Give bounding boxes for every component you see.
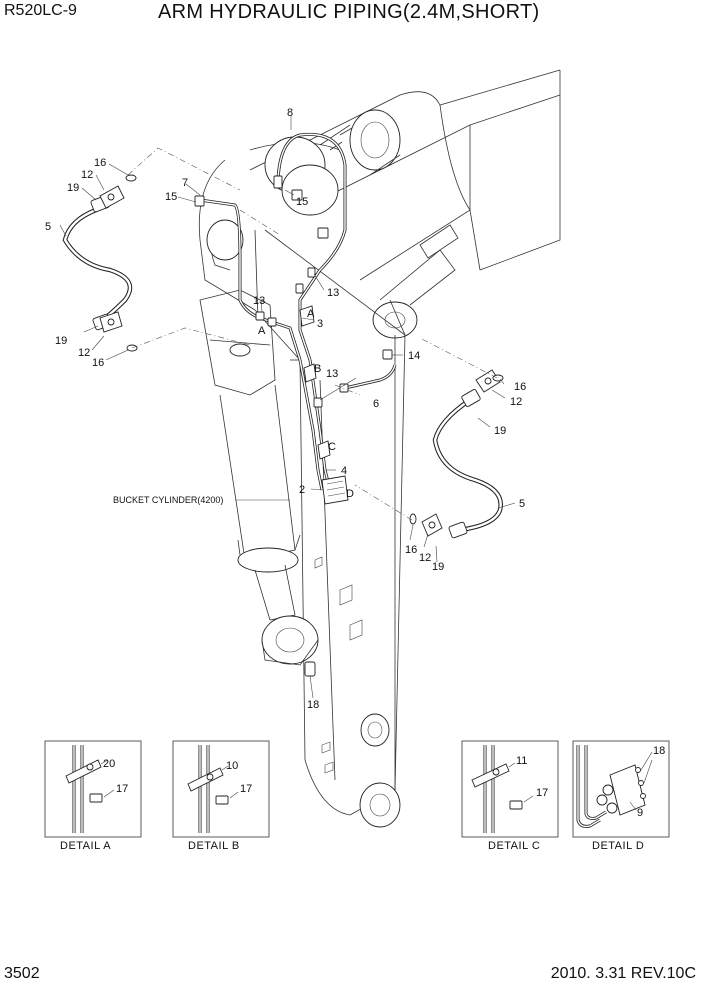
- callout-19: 19: [67, 182, 79, 194]
- callout-12: 12: [419, 552, 431, 564]
- callout-6: 6: [373, 398, 379, 410]
- marker-a: A: [258, 325, 266, 337]
- detail-d: 18 9 DETAIL D: [572, 740, 670, 852]
- date-revision: 2010. 3.31 REV.10C: [550, 965, 696, 982]
- oring-16-top-left: [125, 174, 137, 182]
- callout-15: 15: [296, 196, 308, 208]
- detail-b-label: DETAIL B: [188, 840, 240, 852]
- page-number: 3502: [4, 965, 40, 982]
- fittings: [194, 175, 393, 677]
- callout-5: 5: [519, 498, 525, 510]
- flange-12-right-bottom: [421, 513, 443, 537]
- marker-c: C: [328, 441, 336, 453]
- callout-16: 16: [92, 357, 104, 369]
- callout-19: 19: [494, 425, 506, 437]
- oring-16-right-top: [492, 374, 504, 382]
- pipe-8: [276, 132, 347, 361]
- marker-b: B: [314, 363, 321, 375]
- callout-16: 16: [94, 157, 106, 169]
- callout-14: 14: [408, 350, 420, 362]
- callout-12: 12: [81, 169, 93, 181]
- detail-a-label: DETAIL A: [60, 840, 111, 852]
- callout-numbers: 8 16 12 19 7 15 15 5 13 13 3 19 12 16 14…: [45, 107, 526, 711]
- detail-markers: A A B C D: [258, 308, 354, 500]
- detail-c-num-17: 17: [536, 787, 548, 799]
- detail-c: 11 17 DETAIL C: [461, 740, 559, 852]
- page-title: ARM HYDRAULIC PIPING(2.4M,SHORT): [158, 1, 540, 23]
- callout-13: 13: [326, 368, 338, 380]
- model-code: R520LC-9: [4, 2, 77, 19]
- detail-d-num-18: 18: [653, 745, 665, 757]
- callout-5: 5: [45, 221, 51, 233]
- callout-8: 8: [287, 107, 293, 119]
- detail-a: 20 17 DETAIL A: [44, 740, 142, 852]
- callout-19: 19: [432, 561, 444, 573]
- callout-7: 7: [182, 177, 188, 189]
- detail-b-num-17: 17: [240, 783, 252, 795]
- detail-a-num-20: 20: [103, 758, 115, 770]
- hose-5-right: [432, 389, 503, 539]
- marker-a: A: [307, 308, 315, 320]
- callout-12: 12: [510, 396, 522, 408]
- detail-c-label: DETAIL C: [488, 840, 540, 852]
- callout-3: 3: [317, 318, 323, 330]
- callout-4: 4: [341, 465, 347, 477]
- detail-c-num-11: 11: [516, 755, 527, 767]
- detail-b: 10 17 DETAIL B: [172, 740, 270, 852]
- projection-lines: [127, 147, 498, 521]
- callout-12: 12: [78, 347, 90, 359]
- detail-d-num-9: 9: [637, 807, 643, 819]
- bucket-cylinder: [199, 289, 319, 666]
- marker-d: D: [346, 488, 354, 500]
- flange-12-bottom-left: [99, 311, 123, 333]
- boom-structure: [249, 69, 561, 339]
- flange-12-top-left: [99, 185, 125, 209]
- detail-b-num-10: 10: [226, 760, 238, 772]
- callout-2: 2: [299, 484, 305, 496]
- arm-structure: [198, 136, 406, 828]
- callout-15: 15: [165, 191, 177, 203]
- pipe-6: [344, 364, 397, 390]
- callout-18: 18: [307, 699, 319, 711]
- leader-lines: [59, 116, 516, 699]
- detail-d-label: DETAIL D: [592, 840, 644, 852]
- hose-5-left: [62, 195, 133, 331]
- callout-16: 16: [514, 381, 526, 393]
- callout-13: 13: [253, 295, 265, 307]
- callout-19: 19: [55, 335, 67, 347]
- detail-a-num-17: 17: [116, 783, 128, 795]
- bucket-cylinder-note: BUCKET CYLINDER(4200): [113, 495, 223, 505]
- callout-13: 13: [327, 287, 339, 299]
- callout-16: 16: [405, 544, 417, 556]
